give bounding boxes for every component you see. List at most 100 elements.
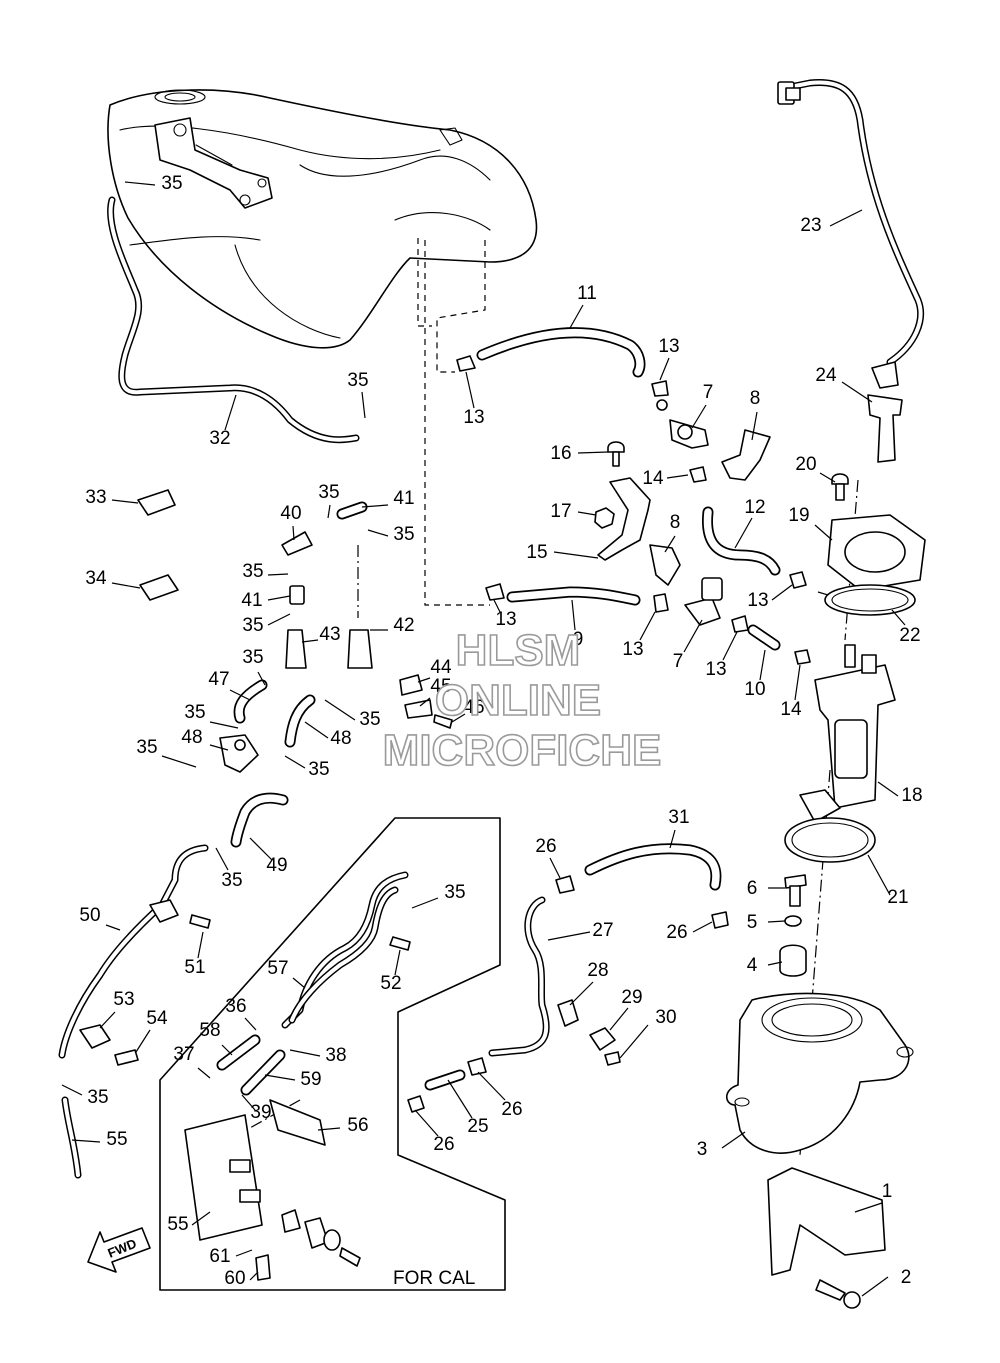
callout-40: 40 <box>280 503 301 524</box>
callout-13: 13 <box>495 609 516 630</box>
leader-line-26 <box>477 1071 506 1101</box>
callout-31: 31 <box>668 807 689 828</box>
callout-44: 44 <box>430 657 452 678</box>
leader-line-12 <box>734 517 753 549</box>
callout-35: 35 <box>136 737 157 758</box>
leader-line-36 <box>244 1017 257 1031</box>
leader-line-24 <box>841 381 873 403</box>
leader-line-20 <box>819 472 836 483</box>
callout-29: 29 <box>621 987 642 1008</box>
callout-43: 43 <box>319 624 340 645</box>
callout-42: 42 <box>393 615 414 636</box>
callout-37: 37 <box>173 1044 194 1065</box>
leader-line-61 <box>235 1249 253 1257</box>
callout-38: 38 <box>325 1045 346 1066</box>
callout-59: 59 <box>300 1069 321 1090</box>
callout-28: 28 <box>587 960 608 981</box>
callout-35: 35 <box>242 561 263 582</box>
leader-line-35 <box>267 613 291 626</box>
callout-35: 35 <box>393 524 414 545</box>
leader-line-35 <box>267 573 289 576</box>
callout-21: 21 <box>887 887 908 908</box>
callout-32: 32 <box>209 428 230 449</box>
leader-line-40 <box>292 525 295 541</box>
watermark-line-3: MICROFICHE <box>383 726 662 775</box>
callout-14: 14 <box>780 699 802 720</box>
leader-line-18 <box>877 781 899 797</box>
leader-line-35 <box>215 847 229 871</box>
callout-36: 36 <box>225 996 246 1017</box>
leader-line-50 <box>105 924 121 931</box>
leader-line-41 <box>361 504 389 508</box>
leader-line-3 <box>721 1131 746 1149</box>
for-cal-label: FOR CAL <box>393 1268 475 1289</box>
leader-line-35 <box>284 755 306 769</box>
leader-line-35 <box>411 897 439 909</box>
leader-line-55 <box>71 1139 101 1143</box>
leader-line-35 <box>161 755 197 768</box>
leader-line-39 <box>241 1094 256 1111</box>
callout-35: 35 <box>318 482 339 503</box>
callout-4: 4 <box>747 955 758 976</box>
callout-57: 57 <box>267 958 288 979</box>
leader-line-13 <box>771 584 793 601</box>
leader-line-4 <box>767 961 783 966</box>
callout-12: 12 <box>744 497 765 518</box>
callout-9: 9 <box>573 629 584 650</box>
leader-line-13 <box>639 611 656 641</box>
leader-line-21 <box>867 854 891 896</box>
leader-line-55 <box>191 1211 211 1226</box>
callout-8: 8 <box>750 388 761 409</box>
leader-line-13 <box>465 371 475 409</box>
leader-line-19 <box>814 524 833 541</box>
callout-7: 7 <box>673 651 684 672</box>
leader-line-35 <box>327 504 331 519</box>
watermark-line-1: HLSM <box>456 626 581 675</box>
callout-51: 51 <box>184 957 205 978</box>
leader-line-15 <box>553 551 599 559</box>
callout-52: 52 <box>380 973 401 994</box>
callout-13: 13 <box>705 659 726 680</box>
leader-lines <box>61 181 906 1297</box>
callout-24: 24 <box>815 365 837 386</box>
leader-line-13 <box>659 357 670 381</box>
leader-line-35 <box>124 181 156 186</box>
leader-line-48 <box>209 744 229 751</box>
callout-14: 14 <box>642 468 664 489</box>
leader-line-32 <box>224 394 237 431</box>
leader-line-48 <box>304 721 329 739</box>
leader-line-27 <box>547 931 591 941</box>
callout-35: 35 <box>87 1087 108 1108</box>
leader-line-5 <box>767 920 786 923</box>
callout-8: 8 <box>670 512 681 533</box>
callout-26: 26 <box>535 836 556 857</box>
leader-line-44 <box>417 677 431 683</box>
callout-18: 18 <box>901 785 922 806</box>
leader-line-35 <box>61 1084 83 1096</box>
leader-line-37 <box>197 1067 211 1079</box>
watermark: HLSM ONLINE MICROFICHE <box>382 625 662 776</box>
callout-2: 2 <box>901 1267 912 1288</box>
callout-11: 11 <box>577 283 597 304</box>
leader-line-11 <box>569 304 584 329</box>
callout-23: 23 <box>800 215 821 236</box>
callout-35: 35 <box>308 759 329 780</box>
callout-27: 27 <box>592 920 613 941</box>
leader-line-46 <box>451 713 466 723</box>
callout-16: 16 <box>550 443 571 464</box>
leader-line-35 <box>324 699 356 721</box>
callout-10: 10 <box>744 679 765 700</box>
fwd-arrow: FWD <box>87 1227 151 1273</box>
callout-35: 35 <box>444 882 465 903</box>
leader-line-60 <box>249 1271 259 1281</box>
callout-56: 56 <box>347 1115 368 1136</box>
callout-35: 35 <box>242 647 263 668</box>
callout-46: 46 <box>463 697 484 718</box>
callout-35: 35 <box>359 709 380 730</box>
leader-line-23 <box>829 209 863 227</box>
part-callouts: 1234567788910111213131313131314141617151… <box>79 173 922 1289</box>
callout-41: 41 <box>393 488 414 509</box>
leader-line-58 <box>221 1044 233 1056</box>
leader-line-16 <box>577 451 609 454</box>
